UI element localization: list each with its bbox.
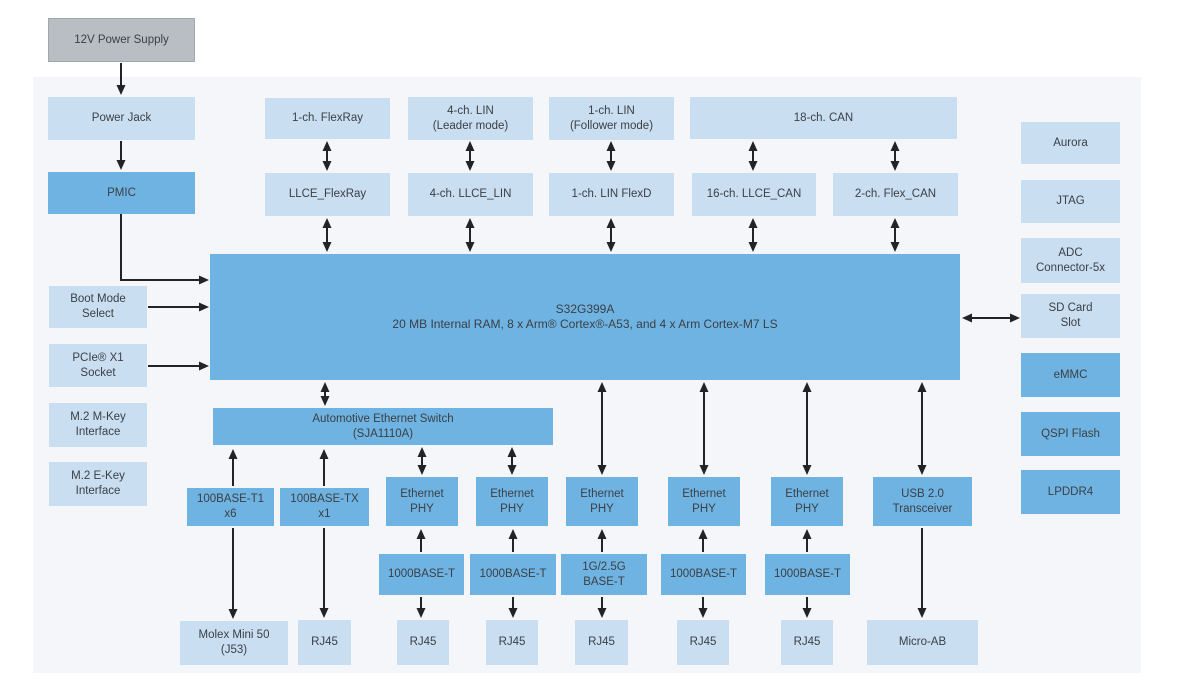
- node-usb-transceiver: USB 2.0 Transceiver: [873, 477, 972, 526]
- node-base100-t1: 100BASE-T1 x6: [187, 488, 274, 526]
- node-rj45-4: RJ45: [575, 620, 628, 665]
- node-base1000-t-1: 1000BASE-T: [379, 554, 464, 595]
- node-pmic: PMIC: [48, 172, 195, 214]
- node-base1000-t-2: 1000BASE-T: [470, 554, 556, 595]
- node-rj45-5: RJ45: [677, 620, 729, 665]
- node-base1000-t-5: 1000BASE-T: [765, 554, 850, 595]
- node-rj45-3: RJ45: [486, 620, 538, 665]
- node-pcie-x1-socket: PCIe® X1 Socket: [49, 344, 147, 387]
- node-molex-mini-50: Molex Mini 50 (J53): [180, 621, 288, 665]
- node-eth-phy-2: Ethernet PHY: [476, 477, 548, 526]
- node-lin-leader-4ch: 4-ch. LIN (Leader mode): [408, 97, 533, 140]
- node-eth-phy-1: Ethernet PHY: [386, 477, 458, 526]
- node-eth-switch: Automotive Ethernet Switch (SJA1110A): [213, 408, 553, 445]
- node-llce-lin-4ch: 4-ch. LLCE_LIN: [408, 173, 533, 216]
- node-sd-card-slot: SD Card Slot: [1021, 294, 1120, 338]
- node-micro-ab: Micro-AB: [867, 620, 978, 665]
- node-soc: S32G399A 20 MB Internal RAM, 8 x Arm® Co…: [210, 254, 960, 380]
- node-llce-can-16ch: 16-ch. LLCE_CAN: [692, 173, 816, 216]
- node-base1000-t-4: 1000BASE-T: [661, 554, 746, 595]
- node-m2-m-key: M.2 M-Key Interface: [49, 403, 147, 447]
- node-rj45-2: RJ45: [397, 620, 449, 665]
- node-jtag: JTAG: [1021, 180, 1120, 223]
- node-adc-connector-5x: ADC Connector-5x: [1021, 238, 1120, 283]
- node-base100-tx: 100BASE-TX x1: [280, 488, 369, 526]
- node-aurora: Aurora: [1021, 122, 1120, 164]
- node-emmc: eMMC: [1021, 353, 1120, 397]
- node-lin-follower-1ch: 1-ch. LIN (Follower mode): [549, 97, 674, 140]
- node-rj45-6: RJ45: [781, 620, 833, 665]
- node-power-jack: Power Jack: [48, 97, 195, 140]
- node-power-supply-12v: 12V Power Supply: [48, 18, 195, 62]
- node-qspi-flash: QSPI Flash: [1021, 412, 1120, 456]
- node-flexray-1ch: 1-ch. FlexRay: [265, 98, 390, 139]
- node-lpddr4: LPDDR4: [1021, 470, 1120, 514]
- node-m2-e-key: M.2 E-Key Interface: [49, 462, 147, 506]
- node-eth-phy-4: Ethernet PHY: [668, 477, 740, 526]
- node-llce-flexray: LLCE_FlexRay: [265, 173, 390, 216]
- node-base-1g25g: 1G/2.5G BASE-T: [561, 554, 647, 595]
- node-boot-mode-select: Boot Mode Select: [49, 286, 147, 328]
- node-eth-phy-5: Ethernet PHY: [771, 477, 843, 526]
- node-rj45-1: RJ45: [298, 620, 351, 665]
- node-eth-phy-3: Ethernet PHY: [566, 477, 638, 526]
- node-flex-can-2ch: 2-ch. Flex_CAN: [833, 173, 958, 216]
- node-can-18ch: 18-ch. CAN: [690, 97, 957, 139]
- node-lin-flexd-1ch: 1-ch. LIN FlexD: [549, 173, 674, 216]
